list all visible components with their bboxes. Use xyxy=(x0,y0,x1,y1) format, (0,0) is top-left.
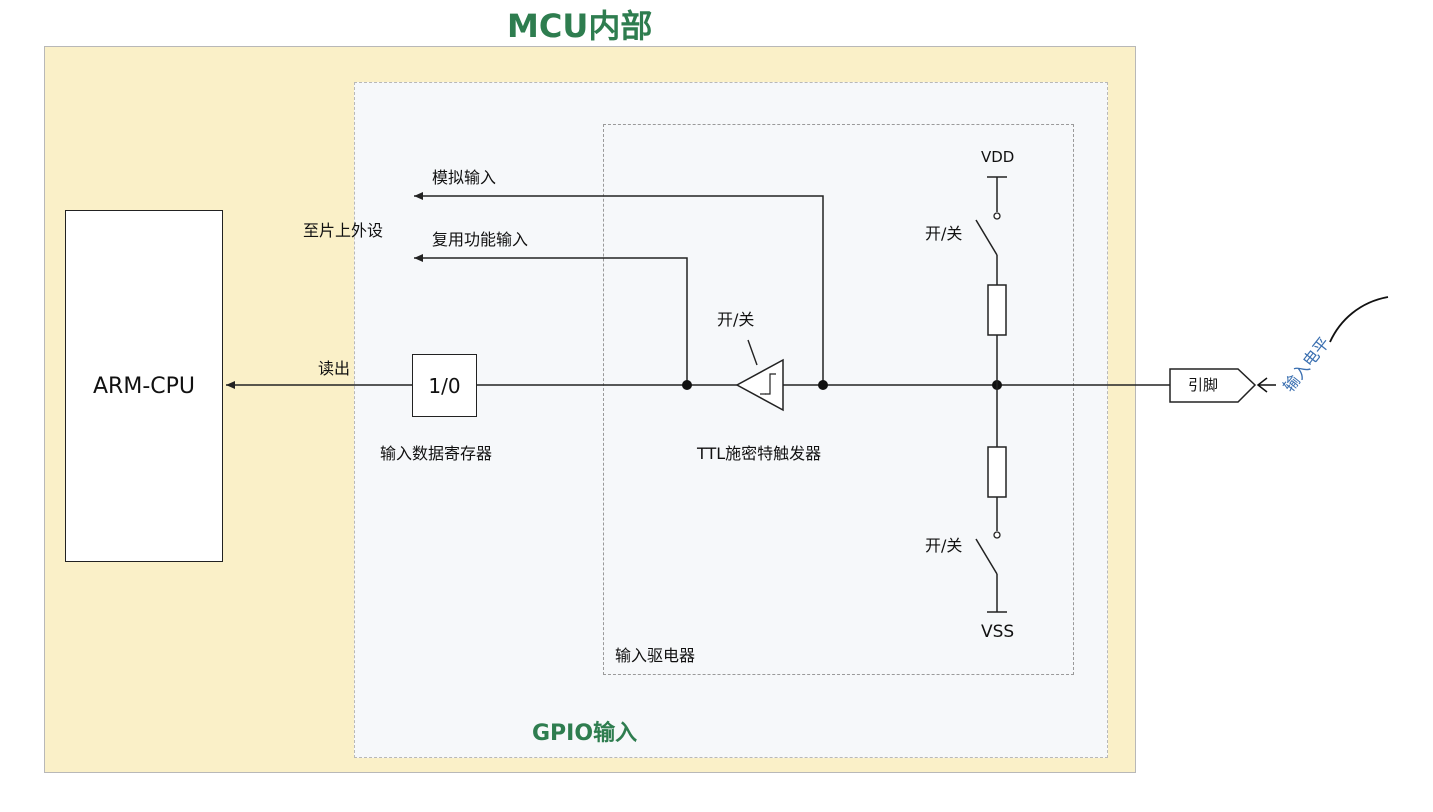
pull-up-network xyxy=(975,176,1007,385)
input-level-arrow xyxy=(1256,296,1389,393)
peripheral-label: 至片上外设 xyxy=(303,221,384,240)
gpio-input-title: GPIO输入 xyxy=(532,721,638,746)
analog-input-label: 模拟输入 xyxy=(432,168,497,187)
pin-block: 引脚 xyxy=(1170,369,1255,402)
vdd-label: VDD xyxy=(981,148,1015,166)
schmitt-trigger-label: TTL施密特触发器 xyxy=(697,444,822,463)
pin-connector-shape xyxy=(1169,368,1257,403)
lower-switch-label: 开/关 xyxy=(925,536,963,555)
vss-label: VSS xyxy=(981,622,1015,642)
schmitt-trigger-symbol xyxy=(735,339,784,412)
pin-label: 引脚 xyxy=(1188,376,1219,394)
pull-down-network xyxy=(975,385,1007,613)
arm-cpu-block: ARM-CPU xyxy=(65,210,223,562)
analog-input-path xyxy=(414,192,824,385)
arm-cpu-label: ARM-CPU xyxy=(93,373,195,399)
register-label: 输入数据寄存器 xyxy=(380,444,493,463)
junction-dot xyxy=(682,380,692,390)
gpio-frame xyxy=(354,82,1108,758)
input-data-register: 1/0 xyxy=(412,354,477,417)
upper-switch-label: 开/关 xyxy=(925,224,963,243)
junction-dot xyxy=(818,380,828,390)
read-out-label: 读出 xyxy=(318,359,351,378)
schmitt-switch-label: 开/关 xyxy=(717,310,755,329)
input-driver-label: 输入驱电器 xyxy=(615,646,696,665)
register-value: 1/0 xyxy=(428,373,461,398)
mcu-title: MCU内部 xyxy=(507,7,653,45)
alt-function-path xyxy=(414,254,688,385)
input-driver-frame xyxy=(603,124,1074,675)
alt-function-input-label: 复用功能输入 xyxy=(432,230,529,249)
